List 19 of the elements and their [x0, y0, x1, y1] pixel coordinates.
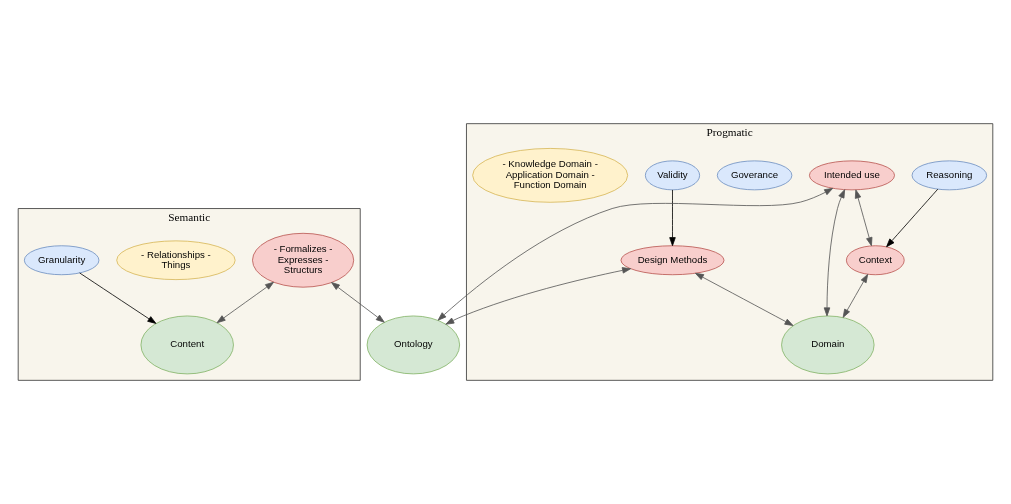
arrow: [695, 272, 794, 326]
arrow: [216, 281, 274, 324]
arrow: [437, 187, 834, 321]
arrow: [331, 282, 385, 323]
arrow: [79, 272, 157, 324]
node-ellipse: - Relationships - Things: [116, 240, 236, 280]
node-ellipse: Goverance: [716, 160, 793, 191]
node-ellipse: Granularity: [23, 245, 100, 276]
arrow: [823, 189, 846, 317]
node-ellipse: - Knowledge Domain - Application Domain - Function Domain: [472, 148, 629, 203]
arrow: [445, 267, 631, 325]
node-ellipse: Validity: [644, 160, 701, 191]
node-ellipse: Reasoning: [911, 160, 988, 191]
arrow: [842, 274, 869, 318]
arrow: [669, 189, 676, 247]
node-ellipse: Intended use: [809, 160, 895, 191]
arrow: [886, 188, 939, 248]
arrow: [854, 189, 873, 247]
node-ellipse: Context: [846, 245, 905, 276]
